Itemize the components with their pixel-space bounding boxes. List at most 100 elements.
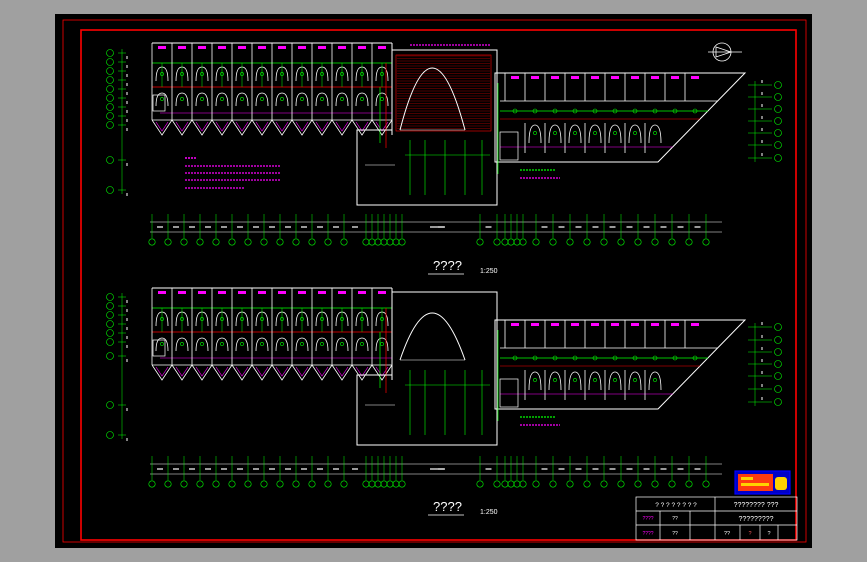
lower-left-axis <box>106 293 128 441</box>
fixture-valve <box>653 378 657 382</box>
title-block <box>635 496 798 541</box>
axis-bubble <box>386 480 394 488</box>
dormitory-unit <box>251 43 273 136</box>
fixture-valve <box>360 97 364 101</box>
dormitory-unit <box>684 73 699 114</box>
toilet-fixture <box>295 92 309 107</box>
axis-bubble <box>106 302 114 310</box>
toilet-fixture <box>648 371 662 391</box>
axis-bubble <box>685 480 693 488</box>
toilet-fixture <box>528 371 542 391</box>
toilet-fixture <box>175 337 189 352</box>
fixture-valve <box>300 97 304 101</box>
fixture-valve <box>592 108 598 114</box>
dormitory-unit <box>664 73 679 114</box>
balcony-outline <box>331 119 353 136</box>
fixture-valve <box>220 97 224 101</box>
balcony-outline <box>191 364 213 381</box>
dormitory-unit <box>524 73 542 153</box>
dormitory-unit <box>604 320 622 400</box>
room-number-tag <box>218 291 226 294</box>
toilet-fixture <box>315 92 329 107</box>
dormitory-unit <box>684 320 699 361</box>
axis-bubble <box>106 156 114 164</box>
axis-bubble <box>617 238 625 246</box>
fixture-valve <box>240 97 244 101</box>
balcony-drain <box>255 121 269 132</box>
axis-bubble <box>368 480 376 488</box>
room-number-tag <box>298 46 306 49</box>
room-number-tag <box>358 291 366 294</box>
balcony-drain <box>275 121 289 132</box>
drawing-canvas[interactable] <box>55 14 812 548</box>
axis-bubble <box>774 129 782 137</box>
axis-bubble <box>532 238 540 246</box>
room-number-tag <box>178 46 186 49</box>
axis-bubble <box>702 238 710 246</box>
axis-bubble <box>106 58 114 66</box>
balcony-drain <box>155 121 169 132</box>
dormitory-unit <box>351 288 373 381</box>
toilet-fixture <box>608 124 622 144</box>
axis-bubble <box>164 480 172 488</box>
axis-bubble <box>634 238 642 246</box>
axis-bubble <box>180 480 188 488</box>
dormitory-unit <box>604 73 622 153</box>
right-wing-outline <box>494 319 747 410</box>
project-name: ? ? ? ? ? ? ? ? <box>655 502 697 509</box>
fixture-valve <box>573 131 577 135</box>
right-wing <box>494 72 747 179</box>
balcony-drain <box>215 121 229 132</box>
balcony-drain <box>315 121 329 132</box>
room-number-tag <box>571 323 579 326</box>
axis-bubble <box>362 238 370 246</box>
dormitory-unit <box>584 320 602 400</box>
room-number-tag <box>238 46 246 49</box>
axis-bubble <box>380 238 388 246</box>
axis-bubble <box>392 238 400 246</box>
balcony-drain <box>315 366 329 377</box>
dormitory-unit <box>151 288 173 381</box>
title-block-cell: ? <box>748 531 751 537</box>
axis-bubble <box>774 93 782 101</box>
toilet-fixture <box>155 92 169 107</box>
balcony-drain <box>235 366 249 377</box>
room-number-tag <box>338 291 346 294</box>
axis-bubble <box>340 238 348 246</box>
dormitory-unit <box>664 320 679 361</box>
room-number-tag <box>671 323 679 326</box>
toilet-fixture <box>175 92 189 107</box>
dormitory-unit <box>171 43 193 136</box>
room-number-tag <box>378 291 386 294</box>
axis-bubble <box>566 480 574 488</box>
room-number-tag <box>571 76 579 79</box>
axis-bubble <box>106 85 114 93</box>
title-block-cell: ? <box>767 531 770 537</box>
axis-bubble <box>106 67 114 75</box>
dormitory-unit <box>231 288 253 381</box>
balcony-drain <box>355 366 369 377</box>
dormitory-unit <box>191 43 213 136</box>
axis-bubble <box>651 238 659 246</box>
balcony-drain <box>335 366 349 377</box>
fixture-valve <box>672 108 678 114</box>
balcony-outline <box>311 364 333 381</box>
fixture-valve <box>573 378 577 382</box>
title-block-cell: ?? <box>672 531 678 537</box>
balcony-outline <box>231 119 253 136</box>
axis-bubble <box>106 49 114 57</box>
fixture-valve <box>533 378 537 382</box>
fixture-valve <box>572 108 578 114</box>
axis-bubble <box>276 238 284 246</box>
axis-bubble <box>362 480 370 488</box>
toilet-fixture <box>608 371 622 391</box>
room-number-tag <box>318 291 326 294</box>
fixture-valve <box>280 342 284 346</box>
upper-floor-plan <box>151 42 747 206</box>
toilet-fixture <box>255 92 269 107</box>
dormitory-unit <box>151 43 173 136</box>
axis-bubble <box>600 480 608 488</box>
axis-bubble <box>600 238 608 246</box>
balcony-outline <box>151 119 173 136</box>
